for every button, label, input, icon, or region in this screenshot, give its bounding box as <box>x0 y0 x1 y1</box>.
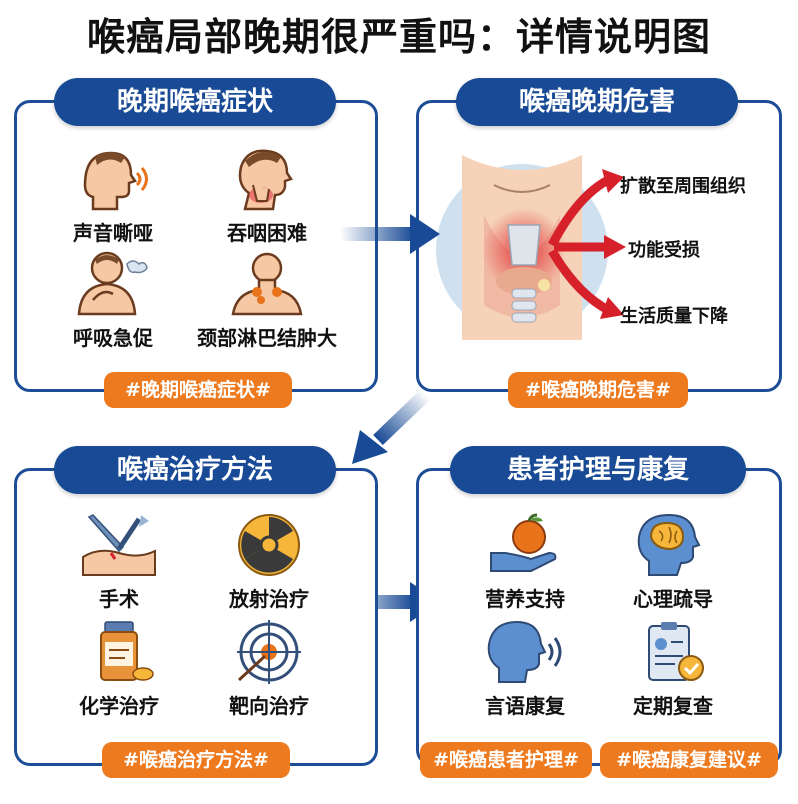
harm-effect-spread: 扩散至周围组织 <box>620 176 746 197</box>
spread-arrows <box>548 169 626 319</box>
care-item-checkup: 定期复查 <box>588 620 758 719</box>
symptom-item-lymph-node: 颈部淋巴结肿大 <box>182 250 352 351</box>
care-item-nutrition: 营养支持 <box>440 513 610 612</box>
swollen-lymph-node-icon <box>231 252 303 316</box>
treatment-item-surgery: 手术 <box>34 513 204 612</box>
care-label-psychological: 心理疏导 <box>633 587 713 611</box>
symptoms-panel-title: 晚期喉癌症状 <box>54 78 336 126</box>
symptom-label-hoarse-voice: 声音嘶哑 <box>73 221 153 245</box>
symptom-item-swallowing: 吞咽困难 <box>182 145 352 246</box>
swallowing-difficulty-icon <box>238 149 293 211</box>
treatment-label-targeted: 靶向治疗 <box>229 694 309 718</box>
care-hashtag-patient-care[interactable]: #喉癌患者护理# <box>420 742 592 778</box>
care-panel-title: 患者护理与康复 <box>450 446 746 494</box>
care-panel <box>416 468 782 766</box>
treatment-item-chemo: 化学治疗 <box>34 620 204 719</box>
apple-hand-icon <box>490 513 557 572</box>
care-hashtag-rehab[interactable]: #喉癌康复建议# <box>600 742 778 778</box>
harm-effect-function: 功能受损 <box>628 240 700 261</box>
hoarse-voice-icon <box>83 151 148 211</box>
page-title: 喉癌局部晚期很严重吗：详情说明图 <box>86 15 711 59</box>
harm-effect-quality: 生活质量下降 <box>620 306 728 327</box>
speaking-head-icon <box>487 620 562 683</box>
flow-arrow-diagonal <box>352 390 430 464</box>
throat-anatomy-illustration <box>436 155 608 340</box>
treatment-panel-title: 喉癌治疗方法 <box>54 446 336 494</box>
brain-head-icon <box>637 513 701 576</box>
symptoms-panel <box>14 100 378 392</box>
flow-arrow-right-top <box>340 214 440 254</box>
radiation-icon <box>238 514 300 576</box>
treatment-item-targeted: 靶向治疗 <box>184 620 354 719</box>
shortness-of-breath-icon <box>77 251 148 316</box>
clipboard-check-icon <box>648 622 704 681</box>
symptom-item-breathing: 呼吸急促 <box>28 250 198 351</box>
care-label-nutrition: 营养支持 <box>485 587 565 611</box>
care-label-speech: 言语康复 <box>485 694 565 718</box>
harms-panel-title: 喉癌晚期危害 <box>456 78 738 126</box>
harms-hashtag[interactable]: #喉癌晚期危害# <box>508 372 688 408</box>
scalpel-icon <box>82 514 156 576</box>
symptoms-hashtag[interactable]: #晚期喉癌症状# <box>104 372 292 408</box>
treatment-label-surgery: 手术 <box>99 587 139 611</box>
treatment-hashtag[interactable]: #喉癌治疗方法# <box>102 742 290 778</box>
care-item-speech: 言语康复 <box>440 620 610 719</box>
symptom-label-lymph-node: 颈部淋巴结肿大 <box>197 326 337 350</box>
pill-bottle-icon <box>100 621 154 681</box>
symptom-label-swallowing: 吞咽困难 <box>227 221 307 245</box>
symptom-item-hoarse-voice: 声音嘶哑 <box>28 145 198 246</box>
care-item-psychological: 心理疏导 <box>588 513 758 612</box>
treatment-label-radiation: 放射治疗 <box>229 587 309 611</box>
treatment-label-chemo: 化学治疗 <box>79 694 159 718</box>
care-label-checkup: 定期复查 <box>633 694 713 718</box>
target-icon <box>237 620 301 684</box>
treatment-item-radiation: 放射治疗 <box>184 513 354 612</box>
symptom-label-breathing: 呼吸急促 <box>73 326 153 350</box>
